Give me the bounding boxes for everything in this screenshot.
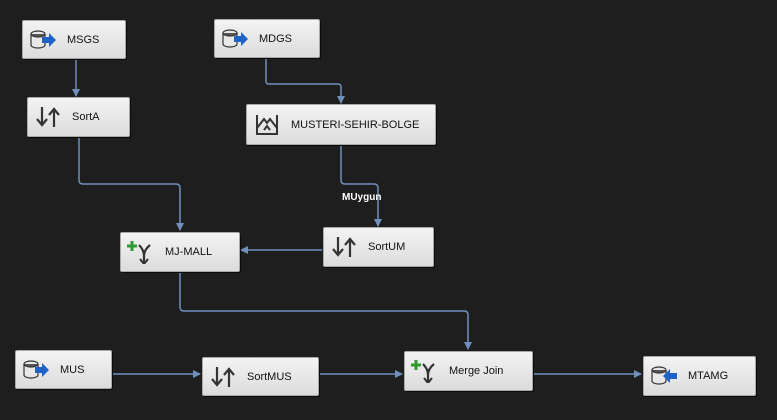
component-label: MJ-MALL (165, 246, 213, 258)
path-lookup-to-sortum[interactable] (340, 145, 382, 227)
ole-db-destination-icon (650, 364, 678, 388)
component-label: Merge Join (449, 365, 504, 377)
sort-icon (209, 365, 237, 389)
component-label: SortUM (368, 241, 406, 253)
path-label-muygun: MUygun (342, 192, 382, 203)
component-label: MTAMG (688, 370, 729, 382)
lookup-icon (253, 113, 281, 137)
component-label: MUS (60, 363, 85, 376)
component-sortum[interactable]: SortUM (323, 227, 434, 267)
path-mdgs-to-lookup[interactable] (265, 59, 345, 104)
ole-db-source-icon (221, 27, 249, 51)
component-mus[interactable]: MUS (15, 350, 112, 389)
path-sorta-to-mjmall[interactable] (78, 137, 184, 231)
component-mj-mall[interactable]: MJ-MALL (120, 232, 240, 272)
merge-join-icon (411, 359, 439, 383)
component-label: SortMUS (247, 370, 292, 383)
ole-db-source-icon (29, 28, 57, 52)
component-mdgs[interactable]: MDGS (214, 19, 320, 58)
ole-db-source-icon (22, 358, 50, 382)
component-label: MDGS (259, 32, 292, 45)
component-msgs[interactable]: MSGS (22, 20, 126, 59)
sort-icon (34, 105, 62, 129)
merge-join-icon (127, 240, 155, 264)
component-label: MSGS (67, 33, 100, 46)
component-merge-join[interactable]: Merge Join (404, 351, 533, 391)
component-label: MUSTERI-SEHIR-BOLGE (291, 118, 420, 131)
sort-icon (330, 235, 358, 259)
component-mtamg[interactable]: MTAMG (643, 356, 756, 396)
component-sorta[interactable]: SortA (27, 97, 130, 137)
path-mjmall-to-mergejoin[interactable] (179, 272, 472, 350)
component-label: SortA (72, 111, 100, 123)
component-sortmus[interactable]: SortMUS (202, 357, 319, 396)
component-musteri-sehir-bolge[interactable]: MUSTERI-SEHIR-BOLGE (246, 104, 436, 145)
